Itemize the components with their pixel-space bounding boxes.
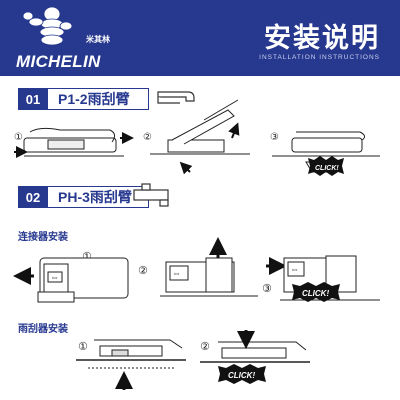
wiper-step2-diagram: ②	[200, 330, 310, 363]
s1-step1-number: ①	[14, 132, 23, 143]
header-banner: 米其林 MICHELIN 安装说明 INSTALLATION INSTRUCTI…	[0, 0, 400, 76]
section-01-title: P1-2雨刮臂	[48, 88, 149, 110]
conn-step3-number: ③	[262, 283, 272, 295]
section-02-header: 02 PH-3雨刮臂	[18, 186, 149, 208]
section-02-number: 02	[18, 186, 48, 208]
page-subtitle: INSTALLATION INSTRUCTIONS	[259, 54, 380, 61]
s1-step2-diagram: ②	[143, 99, 250, 175]
svg-text:⇔: ⇔	[290, 264, 299, 274]
brand-name: MICHELIN	[16, 52, 101, 71]
wiper-step2-number: ②	[200, 341, 210, 353]
wiper-install-label: 雨刮器安装	[18, 324, 68, 335]
ph3-arm-icon	[133, 183, 169, 207]
click-burst-2: CLICK!	[292, 282, 340, 302]
s1-step2-number: ②	[143, 132, 152, 143]
click-burst-1: CLICK!	[308, 156, 344, 176]
connector-install-label: 连接器安装	[18, 232, 68, 243]
section-01-header: 01 P1-2雨刮臂	[18, 88, 149, 110]
click-text-1: CLICK!	[315, 165, 339, 172]
wiper-step1-diagram: ①	[76, 339, 186, 390]
page-title: 安装说明	[264, 23, 380, 53]
s1-step3-number: ③	[270, 132, 279, 143]
click-text-2: CLICK!	[302, 289, 329, 298]
click-burst-3: CLICK!	[218, 364, 266, 384]
click-text-3: CLICK!	[228, 371, 255, 380]
p1-arm-icon	[157, 91, 195, 104]
michelin-man-logo	[22, 6, 73, 46]
svg-text:⇔: ⇔	[50, 272, 59, 282]
s1-step1-diagram: ①	[14, 127, 134, 158]
brand-chinese-name: 米其林	[86, 35, 110, 44]
conn-step1-diagram: ① ⇔	[13, 251, 129, 303]
conn-step2-diagram: ② ⇔	[138, 237, 258, 297]
section-01-number: 01	[18, 88, 48, 110]
conn-step2-number: ②	[138, 265, 148, 277]
wiper-step1-number: ①	[78, 341, 88, 353]
svg-text:⇔: ⇔	[172, 268, 181, 278]
conn-step1-number: ①	[82, 251, 92, 263]
